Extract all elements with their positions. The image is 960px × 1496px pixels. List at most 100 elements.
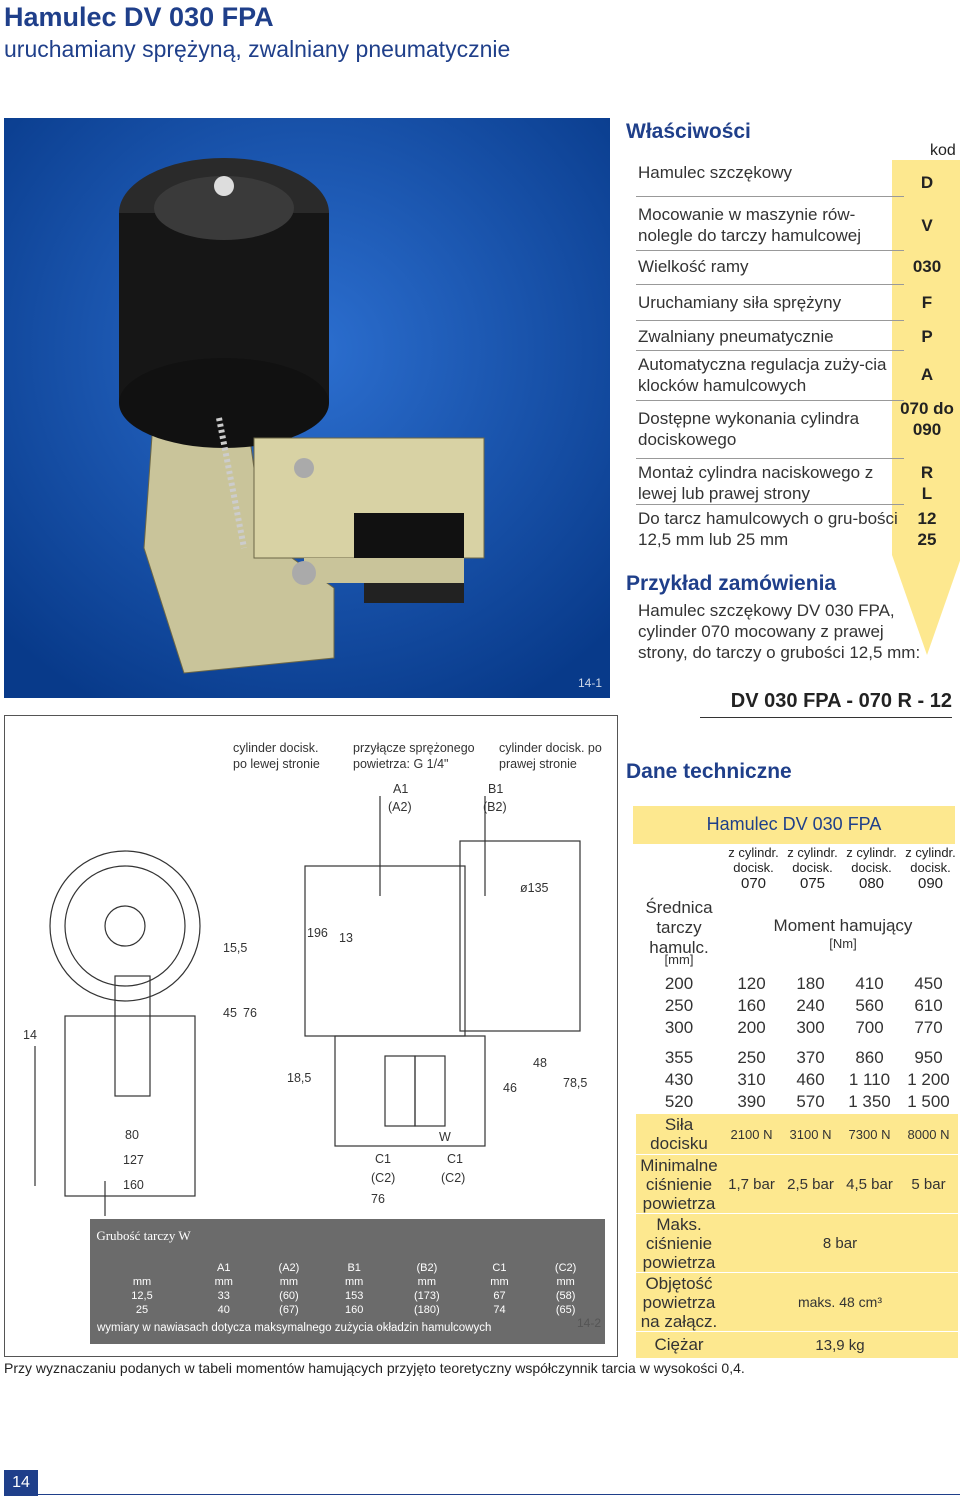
wear-unit: mm xyxy=(214,1276,233,1288)
drawing-label-left: cylinder docisk. po lewej stronie xyxy=(233,741,320,771)
wear-table: A1 (A2) B1 (B2) C1 (C2) mm mm mm mm mm m… xyxy=(91,1261,601,1317)
dim-label: 14 xyxy=(23,1028,37,1042)
column-header: z cylindr.docisk.075 xyxy=(787,845,838,892)
wear-table-caption: Grubość tarczy W xyxy=(96,1228,191,1243)
code-arrow-tip xyxy=(892,555,960,655)
property-code: D xyxy=(920,173,934,192)
code-arrow xyxy=(892,160,960,555)
wear-cell: 74 xyxy=(493,1304,506,1316)
wear-header: A1 xyxy=(217,1262,231,1274)
example-text: Hamulec szczękowy DV 030 FPA, cylinder 0… xyxy=(638,601,921,662)
property-label: Wielkość ramy xyxy=(638,257,749,276)
divider xyxy=(636,400,904,401)
table-row: Ciężar 13,9 kg xyxy=(654,1335,865,1354)
drawing-label-right: cylinder docisk. po prawej stronie xyxy=(499,741,602,771)
divider xyxy=(636,504,904,505)
dim-label: 13 xyxy=(339,931,353,945)
wear-unit: mm xyxy=(345,1276,364,1288)
property-label: Uruchamiany siła sprężyny xyxy=(638,293,842,312)
table-row: Siła docisku 2100 N 3100 N 7300 N 8000 N xyxy=(636,1114,958,1155)
dim-label: C1 xyxy=(447,1152,463,1166)
table-row: Objętość powietrza na załącz. maks. 48 c… xyxy=(636,1273,958,1332)
example-order-code: DV 030 FPA - 070 R - 12 xyxy=(700,690,952,718)
property-label: Automatyczna regulacja zuży-cia klocków … xyxy=(638,355,887,395)
wear-cell: 25 xyxy=(135,1304,149,1316)
wear-unit: mm xyxy=(417,1276,436,1288)
property-label: Mocowanie w maszynie rów-nolegle do tarc… xyxy=(638,205,862,245)
divider xyxy=(636,458,904,459)
wear-unit: mm xyxy=(556,1276,575,1288)
moment-unit: [Nm] xyxy=(829,936,857,951)
example-heading: Przykład zamówienia xyxy=(626,572,837,595)
column-header: z cylindr.docisk.070 xyxy=(728,845,779,892)
dim-label: 15,5 xyxy=(223,941,248,955)
dim-label: 76 xyxy=(243,1006,257,1020)
brake-illustration xyxy=(4,118,610,698)
wear-header: (B2) xyxy=(416,1262,438,1274)
column-headers: z cylindr.docisk.070 z cylindr.docisk.07… xyxy=(724,845,960,892)
wear-header: B1 xyxy=(347,1262,361,1274)
property-label: Zwalniany pneumatycznie xyxy=(638,327,834,346)
diameter-label: Średnica tarczy hamulc. xyxy=(645,898,713,957)
dim-label: 76 xyxy=(371,1192,385,1206)
divider xyxy=(636,320,904,321)
dim-label: B1 xyxy=(488,782,504,796)
page-subtitle: uruchamiany sprężyną, zwalniany pneumaty… xyxy=(4,36,511,62)
wear-cell: (58) xyxy=(555,1290,576,1302)
wear-header: C1 xyxy=(492,1262,507,1274)
dim-label: ø135 xyxy=(520,881,549,895)
dim-label: 127 xyxy=(123,1153,144,1167)
wear-cell: 12,5 xyxy=(131,1290,153,1302)
wear-cell: (67) xyxy=(279,1304,299,1316)
table-row: Minimalne ciśnienie powietrza 1,7 bar 2,… xyxy=(636,1155,958,1214)
divider xyxy=(636,250,904,251)
wear-cell: 40 xyxy=(217,1304,230,1316)
property-code: R L xyxy=(920,463,934,503)
product-photo: 14-1 xyxy=(4,118,610,698)
property-code: A xyxy=(920,365,934,384)
dim-label: A1 xyxy=(393,782,409,796)
wear-cell: (173) xyxy=(414,1290,440,1302)
drawing-label-mid: przyłącze sprężonego powietrza: G 1/4" xyxy=(353,741,475,771)
dim-label: C1 xyxy=(375,1152,391,1166)
tech-bottom-rows: Siła docisku 2100 N 3100 N 7300 N 8000 N… xyxy=(636,1114,958,1358)
figure-number: 14-1 xyxy=(577,676,602,690)
wear-cell: 153 xyxy=(345,1290,364,1302)
tech-table-header-band xyxy=(633,806,955,844)
dim-label: (B2) xyxy=(483,800,507,814)
column-header: z cylindr.docisk.090 xyxy=(905,845,956,892)
property-code: P xyxy=(921,327,933,346)
property-label: Montaż cylindra naciskowego z lewej lub … xyxy=(638,463,874,503)
diameter-unit: [mm] xyxy=(664,952,694,967)
divider xyxy=(636,284,904,285)
code-header: kod xyxy=(930,142,956,159)
footnote: Przy wyznaczaniu podanych w tabeli momen… xyxy=(4,1360,745,1376)
property-label: Hamulec szczękowy xyxy=(638,163,792,182)
dim-label: 48 xyxy=(533,1056,547,1070)
table-row: 25 40 (67) 160 (180) 74 (65) xyxy=(91,1303,601,1317)
property-code: 030 xyxy=(912,257,942,276)
wear-unit: mm xyxy=(279,1276,299,1288)
dim-label: 78,5 xyxy=(563,1076,588,1090)
tech-heading: Dane techniczne xyxy=(626,760,792,783)
dim-label: (C2) xyxy=(441,1171,466,1185)
dim-label: 80 xyxy=(125,1128,139,1142)
wear-cell: 33 xyxy=(217,1290,230,1302)
property-label: Do tarcz hamulcowych o gru-bości 12,5 mm… xyxy=(638,509,898,549)
moment-label: Moment hamujący xyxy=(773,916,913,935)
tech-table-title: Hamulec DV 030 FPA xyxy=(706,814,882,834)
wear-note: wymiary w nawiasach dotycza maksymalnego… xyxy=(97,1322,492,1334)
dim-label: 160 xyxy=(123,1178,144,1192)
wear-unit: mm xyxy=(490,1276,509,1288)
dim-label: (A2) xyxy=(388,800,412,814)
technical-drawing xyxy=(34,796,605,1344)
dim-label: 46 xyxy=(503,1081,517,1095)
page-number: 14 xyxy=(4,1470,38,1496)
wear-cell: (60) xyxy=(279,1290,299,1302)
dimension-drawing: cylinder docisk. po lewej stronie przyłą… xyxy=(4,715,618,1357)
